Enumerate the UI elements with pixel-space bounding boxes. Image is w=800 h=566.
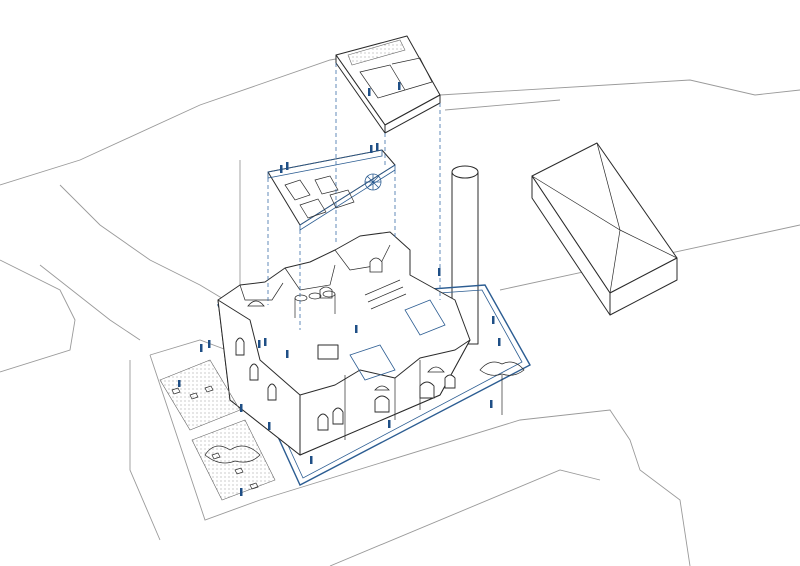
arch-window-1 <box>317 413 329 431</box>
arch-window-2 <box>332 407 344 425</box>
road-edge-south <box>259 409 691 566</box>
neighbour-roof-ridges <box>531 142 678 294</box>
gable-window-1 <box>369 257 383 273</box>
stair-treads <box>364 279 407 310</box>
person <box>398 82 401 90</box>
person <box>368 88 371 96</box>
floor2-seating-area <box>347 39 406 66</box>
terrace-tree <box>204 445 261 464</box>
person <box>240 488 243 496</box>
east-tree <box>479 361 525 376</box>
gable-window-4 <box>427 366 445 373</box>
neighbour-building <box>531 142 678 316</box>
road-edge-west <box>0 259 76 373</box>
person <box>280 165 283 173</box>
person <box>200 344 203 352</box>
road-edge-inner-ne <box>444 99 561 111</box>
people <box>178 82 501 496</box>
arch-window-3 <box>374 395 390 413</box>
person <box>370 145 373 153</box>
person <box>490 400 493 408</box>
gable-outlines <box>239 244 391 301</box>
gable-window-3 <box>247 300 265 307</box>
interior-box <box>317 344 339 360</box>
terrace-tables <box>171 385 259 490</box>
terrace-south <box>191 419 276 501</box>
road-edge-southwest <box>129 360 161 541</box>
person <box>388 420 391 428</box>
interior-room-blue <box>349 344 396 381</box>
arch-window-7 <box>249 363 259 381</box>
person <box>355 325 358 333</box>
person <box>264 338 267 346</box>
exploded-floor-2 <box>335 35 441 134</box>
person <box>498 338 501 346</box>
road-edge-northeast <box>439 79 800 96</box>
road-curve <box>59 184 226 301</box>
neighbour-wall-south <box>609 257 678 316</box>
person <box>240 404 243 412</box>
person <box>208 340 211 348</box>
projection-lines <box>267 63 441 330</box>
arch-window-8 <box>267 383 277 401</box>
person <box>286 350 289 358</box>
arch-window-4 <box>419 381 435 399</box>
person <box>258 340 261 348</box>
facade-divisions <box>299 360 421 455</box>
silo-sides <box>294 294 336 318</box>
spiral-stair-treads <box>365 174 381 190</box>
person <box>178 380 181 387</box>
person <box>438 268 441 276</box>
person <box>492 316 495 324</box>
floor2-rooms <box>359 57 433 99</box>
gable-window-5 <box>374 385 390 391</box>
interior-room-blue-2 <box>404 299 446 336</box>
terraces <box>159 359 525 501</box>
chimney-top <box>451 165 479 179</box>
main-building <box>217 231 471 456</box>
arch-window-5 <box>444 374 456 389</box>
person <box>376 143 379 151</box>
person <box>286 162 289 170</box>
gable-window-2 <box>319 286 333 299</box>
person <box>310 456 313 464</box>
floor1-tables <box>284 175 355 219</box>
parcel-left-edge <box>149 354 261 521</box>
exploded-floor-1 <box>267 149 396 231</box>
floor1-edge <box>267 149 383 179</box>
person <box>268 422 271 430</box>
road-edge-inner <box>39 264 141 341</box>
silo-2 <box>308 292 322 300</box>
road-edge-south-inner <box>329 469 601 566</box>
arch-window-6 <box>235 337 245 356</box>
